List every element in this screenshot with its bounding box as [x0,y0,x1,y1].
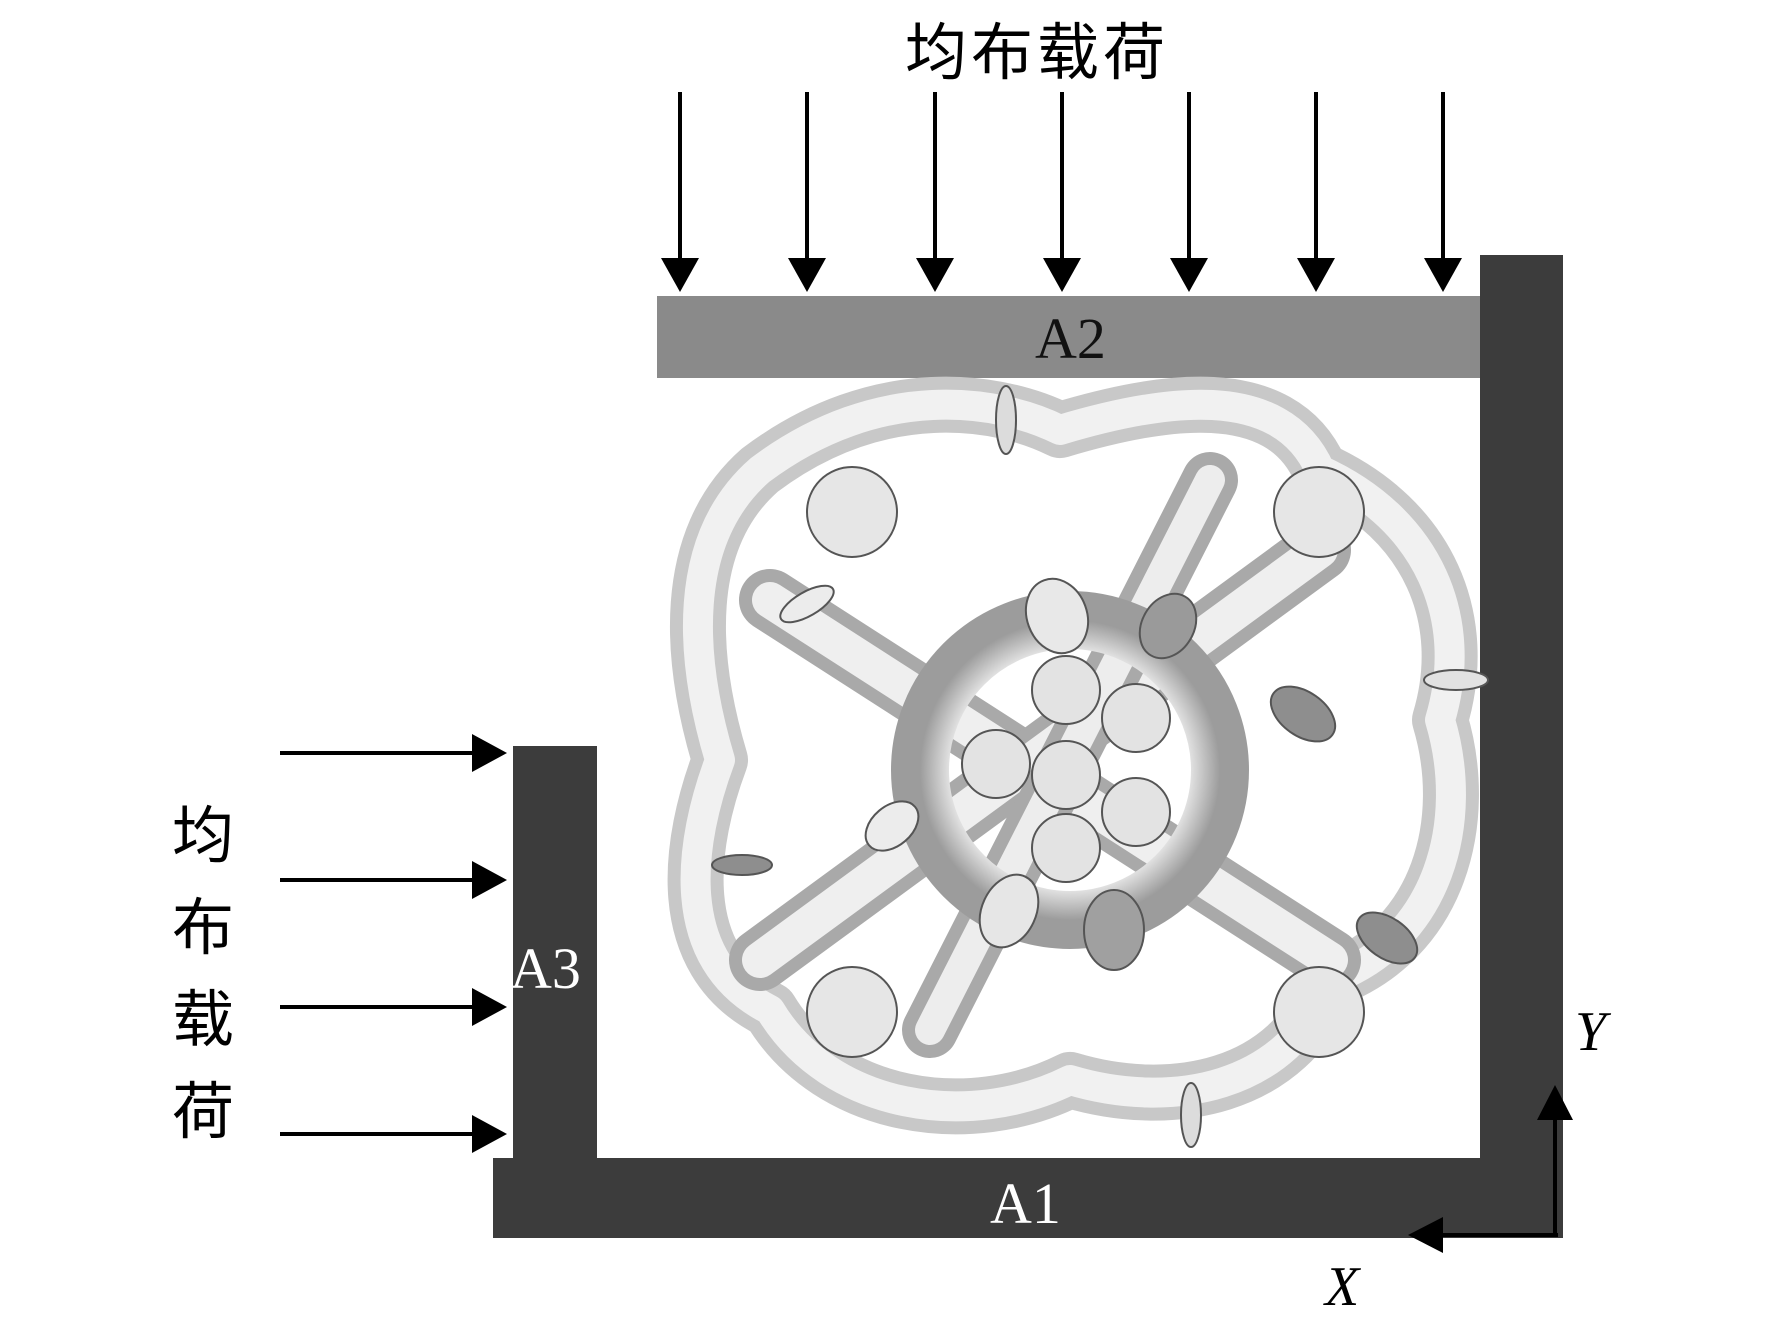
x-axis-label: X [1325,1256,1360,1318]
tube-end [1273,466,1365,558]
tube-end [806,466,898,558]
plate-a1-label: A1 [990,1171,1061,1236]
bundle-tube [1101,777,1171,847]
cut-end [1083,889,1145,971]
plate-a2 [657,296,1482,378]
top-load-arrowheads [661,258,1462,292]
y-axis-label: Y [1575,1001,1607,1063]
x-axis-arrowhead [1408,1217,1443,1253]
cut-end [1423,669,1489,691]
left-load-label: 均布载荷 [171,799,234,1148]
plate-a3-label: A3 [510,936,581,1001]
bundle-tube [1101,683,1171,753]
cut-end [1024,577,1090,655]
coordinate-axes [1435,1112,1558,1237]
plate-a1 [493,1158,1563,1238]
tube-end [806,966,898,1058]
cut-end [779,584,835,624]
cut-end [1180,1082,1202,1148]
bundle-tube [1031,740,1101,810]
top-load-arrows [678,92,1445,262]
lattice-structure [667,376,1489,1148]
plate-a2-label: A2 [1035,306,1106,371]
cut-end [1269,685,1337,743]
tube-end [1273,966,1365,1058]
cut-end [711,854,773,876]
bundle-tube [1031,813,1101,883]
y-axis-arrowhead [1537,1085,1573,1120]
plate-right-wall [1480,255,1563,1238]
bundle-tube [1031,655,1101,725]
cut-end [1355,911,1419,965]
left-load-arrows [280,751,478,1136]
bundle-tube [961,729,1031,799]
cut-end [1138,592,1198,660]
cut-end [995,385,1017,455]
cut-end [864,800,920,852]
left-load-arrowheads [472,734,507,1153]
cut-end [978,873,1040,949]
top-load-label: 均布载荷 [905,16,1170,89]
plate-a3 [513,746,597,1158]
